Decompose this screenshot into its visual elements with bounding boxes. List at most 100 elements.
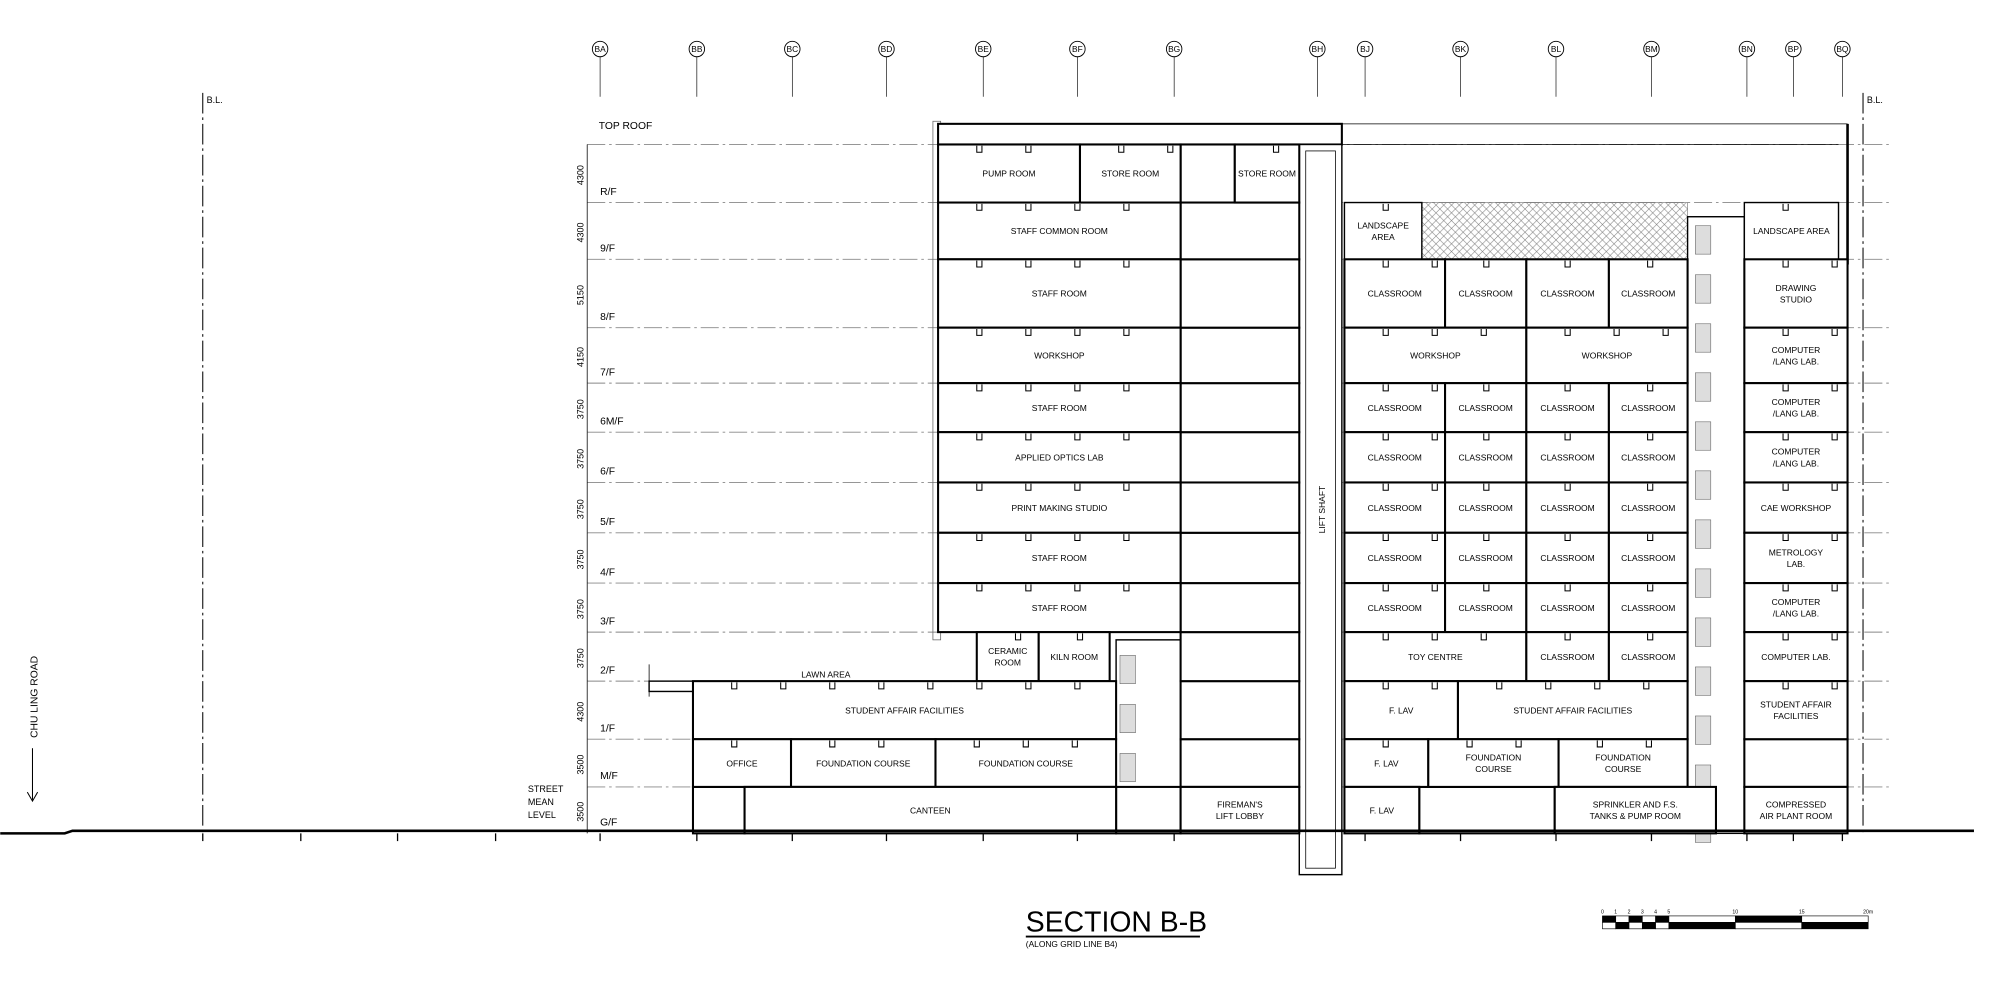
room-label: CANTEEN bbox=[910, 805, 951, 815]
scale-segment bbox=[1734, 922, 1803, 930]
beam bbox=[1483, 584, 1490, 592]
beam bbox=[1431, 328, 1438, 336]
room-label: CLASSROOM bbox=[1540, 453, 1594, 463]
unlabelled-space bbox=[1179, 531, 1301, 585]
room-label: STAFF ROOM bbox=[1032, 553, 1087, 563]
room-outline bbox=[937, 258, 1182, 329]
beam bbox=[1594, 682, 1601, 690]
beam bbox=[976, 483, 983, 491]
room-label: CAE WORKSHOP bbox=[1761, 503, 1832, 513]
beam bbox=[1647, 433, 1654, 441]
beam bbox=[1074, 534, 1081, 542]
room-label: CLASSROOM bbox=[1459, 503, 1513, 513]
beam bbox=[1782, 682, 1789, 690]
unlabelled-space bbox=[1179, 258, 1301, 329]
beam bbox=[1431, 584, 1438, 592]
level-label: G/F bbox=[600, 818, 617, 829]
room-outline bbox=[975, 631, 1040, 683]
beam bbox=[829, 740, 836, 748]
room: CLASSROOM bbox=[1525, 382, 1610, 434]
stair-flight bbox=[1695, 225, 1712, 255]
room-label: SPRINKLER AND F.S. bbox=[1593, 800, 1678, 810]
room-label: LIFT LOBBY bbox=[1216, 811, 1264, 821]
beam bbox=[1596, 740, 1603, 748]
beam bbox=[1025, 534, 1032, 542]
beam bbox=[1431, 483, 1438, 491]
scale-segment bbox=[1628, 915, 1643, 923]
room: CERAMIC ROOM bbox=[975, 631, 1040, 683]
unlabelled-space bbox=[1179, 631, 1301, 683]
room-label: CLASSROOM bbox=[1459, 603, 1513, 613]
scale-tick-label: 20m bbox=[1863, 909, 1873, 915]
room-label: /LANG LAB. bbox=[1773, 356, 1819, 366]
room-outline bbox=[1743, 326, 1849, 385]
room-label: STAFF ROOM bbox=[1032, 403, 1087, 413]
beam bbox=[1647, 633, 1654, 641]
room-label: FOUNDATION bbox=[1466, 752, 1522, 762]
room-label: STAFF ROOM bbox=[1032, 603, 1087, 613]
scale-segment bbox=[1801, 915, 1869, 923]
room: CLASSROOM bbox=[1343, 481, 1447, 534]
unlabelled-space bbox=[1179, 680, 1301, 741]
beam bbox=[976, 260, 983, 268]
room-outline bbox=[937, 531, 1182, 585]
room: STAFF ROOM bbox=[937, 531, 1182, 585]
beam bbox=[1564, 633, 1571, 641]
beam bbox=[1831, 633, 1838, 641]
room-outline bbox=[1427, 738, 1560, 788]
room: CLASSROOM bbox=[1607, 431, 1689, 484]
beam bbox=[1071, 740, 1078, 748]
level-dimension: 3500 bbox=[575, 802, 585, 822]
room-outline bbox=[937, 201, 1182, 261]
room-label: COMPUTER LAB. bbox=[1761, 652, 1830, 662]
room: STORE ROOM bbox=[1078, 143, 1182, 204]
room-label: STUDENT AFFAIR FACILITIES bbox=[845, 705, 964, 715]
room-label: STAFF ROOM bbox=[1032, 289, 1087, 299]
beam bbox=[1483, 483, 1490, 491]
level-dimension: 3750 bbox=[575, 549, 585, 569]
room: CLASSROOM bbox=[1343, 531, 1447, 585]
level-dimension: 3750 bbox=[575, 648, 585, 668]
beam bbox=[1074, 433, 1081, 441]
room-label: KILN ROOM bbox=[1050, 652, 1098, 662]
room-label: CLASSROOM bbox=[1368, 453, 1422, 463]
beam bbox=[1431, 534, 1438, 542]
room: CLASSROOM bbox=[1444, 382, 1528, 434]
beam bbox=[1014, 633, 1022, 641]
room-label: CLASSROOM bbox=[1368, 603, 1422, 613]
room-label: /LANG LAB. bbox=[1773, 409, 1819, 419]
street-level-3: LEVEL bbox=[528, 810, 556, 820]
room-label: CLASSROOM bbox=[1368, 553, 1422, 563]
beam bbox=[1025, 328, 1032, 336]
grid-label: BG bbox=[1168, 44, 1180, 54]
room-label: CLASSROOM bbox=[1540, 403, 1594, 413]
grid-label: BK bbox=[1455, 44, 1467, 54]
level-dimension: 4300 bbox=[575, 702, 585, 722]
beam bbox=[973, 740, 980, 748]
room-label: COMPUTER bbox=[1772, 397, 1821, 407]
room-label: CLASSROOM bbox=[1459, 553, 1513, 563]
beam bbox=[1382, 534, 1389, 542]
room: CLASSROOM bbox=[1444, 431, 1528, 484]
room-outline bbox=[1525, 431, 1610, 484]
room-label: COMPUTER bbox=[1772, 597, 1821, 607]
room: CLASSROOM bbox=[1525, 431, 1610, 484]
room: CAE WORKSHOP bbox=[1743, 481, 1849, 534]
room-label: CLASSROOM bbox=[1459, 403, 1513, 413]
beam bbox=[1382, 384, 1389, 392]
room: CANTEEN bbox=[743, 785, 1118, 835]
beam bbox=[878, 740, 885, 748]
room-label: ROOM bbox=[995, 658, 1021, 668]
street-level-2: MEAN bbox=[528, 797, 554, 807]
room-label: CERAMIC bbox=[988, 646, 1027, 656]
planter-hatch bbox=[1421, 202, 1688, 260]
beam bbox=[1382, 682, 1389, 690]
room-outline bbox=[1743, 680, 1849, 741]
room-outline bbox=[1179, 785, 1301, 835]
level-label: 7/F bbox=[600, 367, 615, 378]
room-label: STUDENT AFFAIR bbox=[1760, 700, 1832, 710]
beam bbox=[1025, 433, 1032, 441]
room-label: COMPUTER bbox=[1772, 345, 1821, 355]
